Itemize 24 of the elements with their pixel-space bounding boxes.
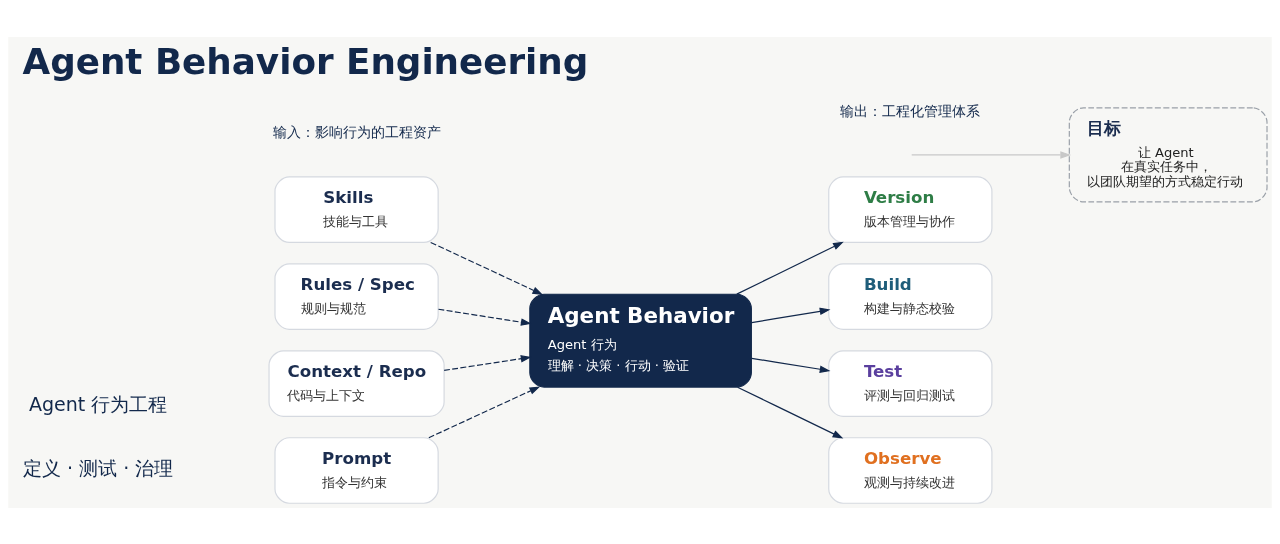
label: 输出：工程化管理体系 [840, 102, 981, 119]
arrow [443, 354, 532, 371]
label: 定义 · 测试 · 治理 [22, 456, 174, 479]
arrow [751, 357, 831, 373]
diagram-title: Agent Behavior Engineering [22, 40, 589, 82]
node-box: Agent Behavior Agent 行为 理解 · 决策 · 行动 · 验证 [529, 293, 752, 388]
node-box: Prompt 指令与约束 [274, 436, 439, 504]
node-box: Skills 技能与工具 [274, 175, 439, 243]
arrow [736, 386, 844, 439]
arrow [736, 241, 844, 295]
arrow [430, 241, 544, 295]
node-box: Observe 观测与持续改进 [828, 436, 993, 504]
node-box: Rules / Spec 规则与规范 [274, 262, 439, 330]
arrow [751, 307, 831, 323]
node-box: Context / Repo 代码与上下文 [268, 349, 445, 417]
label: Agent 行为工程 [28, 392, 168, 415]
node-box: Version 版本管理与协作 [828, 175, 993, 243]
arrow [911, 150, 1072, 159]
node-box: Test 评测与回归测试 [828, 349, 993, 417]
arrow [428, 385, 541, 438]
arrow [437, 308, 532, 326]
node-box: Build 构建与静态校验 [828, 262, 993, 330]
node-box: 目标 让 Agent 在真实任务中，以团队期望的方式稳定行动 [1068, 106, 1268, 203]
label: 输入：影响行为的工程资产 [272, 123, 441, 140]
